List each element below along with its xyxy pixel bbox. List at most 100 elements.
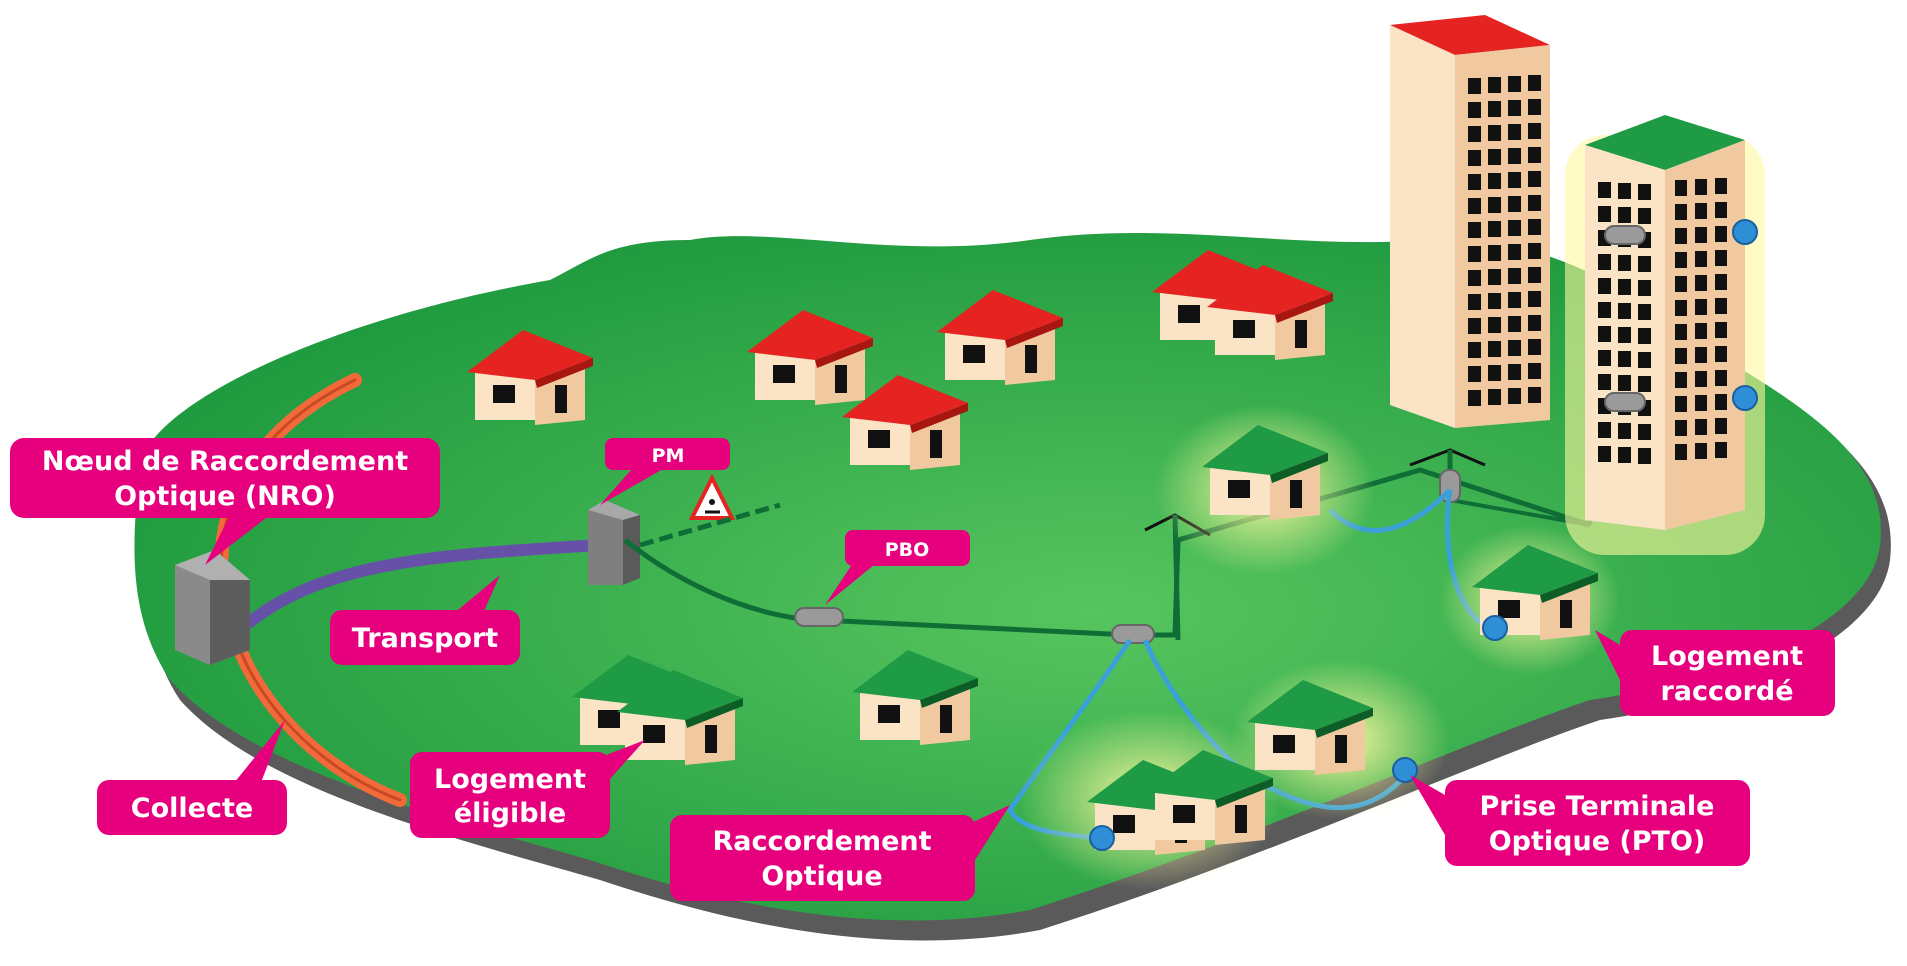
window: [1715, 202, 1727, 218]
label-nro: Nœud de Raccordement Optique (NRO): [10, 438, 440, 565]
pbo-splice: [794, 607, 844, 627]
tower-building-red: [1390, 15, 1550, 428]
window: [1618, 327, 1631, 343]
window: [1715, 442, 1727, 458]
svg-text:Nœud de Raccordement: Nœud de Raccordement: [42, 446, 408, 477]
window: [1638, 328, 1651, 344]
window: [1528, 147, 1541, 163]
window: [1488, 389, 1501, 405]
window: [1695, 179, 1707, 195]
window: [1488, 173, 1501, 189]
window: [1528, 363, 1541, 379]
svg-text:Optique (PTO): Optique (PTO): [1489, 826, 1706, 857]
pm-extension-cable: [639, 502, 781, 548]
window: [1468, 150, 1481, 166]
window: [1638, 424, 1651, 440]
window: [1695, 299, 1707, 315]
window: [1715, 346, 1727, 362]
window: [1695, 395, 1707, 411]
window: [1675, 204, 1687, 220]
window: [1488, 365, 1501, 381]
window: [1618, 375, 1631, 391]
window: [1695, 347, 1707, 363]
window: [1715, 418, 1727, 434]
window: [1598, 182, 1611, 198]
window: [1715, 322, 1727, 338]
window: [1508, 220, 1521, 236]
window: [1468, 318, 1481, 334]
window: [1468, 126, 1481, 142]
window: [1695, 443, 1707, 459]
window: [1508, 172, 1521, 188]
window: [1508, 100, 1521, 116]
window: [1528, 75, 1541, 91]
label-pm: PM: [600, 438, 730, 505]
window: [1675, 396, 1687, 412]
window: [1598, 326, 1611, 342]
window: [1468, 198, 1481, 214]
window: [1528, 315, 1541, 331]
window: [1695, 227, 1707, 243]
window: [1598, 446, 1611, 462]
window: [1528, 99, 1541, 115]
building-splice-2: [1604, 392, 1646, 412]
window: [1598, 206, 1611, 222]
window: [1468, 78, 1481, 94]
label-raccordement-optique: Raccordement Optique: [670, 805, 1010, 901]
window: [1508, 316, 1521, 332]
window: [1508, 148, 1521, 164]
window: [1675, 324, 1687, 340]
window: [1528, 195, 1541, 211]
window: [1618, 423, 1631, 439]
window: [1675, 228, 1687, 244]
window: [1468, 390, 1481, 406]
window: [1715, 298, 1727, 314]
window: [1715, 394, 1727, 410]
window: [1715, 250, 1727, 266]
label-collecte: Collecte: [97, 720, 287, 835]
window: [1468, 366, 1481, 382]
window: [1598, 422, 1611, 438]
window: [1508, 364, 1521, 380]
window: [1528, 123, 1541, 139]
window: [1468, 174, 1481, 190]
window: [1695, 371, 1707, 387]
window: [1468, 222, 1481, 238]
window: [1468, 270, 1481, 286]
window: [1598, 302, 1611, 318]
transport-cable: [234, 539, 606, 636]
window: [1638, 448, 1651, 464]
window: [1618, 207, 1631, 223]
window: [1715, 226, 1727, 242]
window: [1508, 124, 1521, 140]
window: [1715, 370, 1727, 386]
window: [1528, 219, 1541, 235]
window: [1488, 101, 1501, 117]
window: [1618, 255, 1631, 271]
svg-text:Optique: Optique: [761, 861, 882, 892]
window: [1488, 149, 1501, 165]
window: [1618, 279, 1631, 295]
window: [1488, 245, 1501, 261]
roadwork-sign-icon: [688, 473, 736, 520]
label-logement-eligible: Logement éligible: [410, 740, 645, 838]
svg-text:Optique (NRO): Optique (NRO): [114, 481, 336, 512]
svg-text:Prise Terminale: Prise Terminale: [1480, 791, 1715, 822]
window: [1638, 256, 1651, 272]
window: [1675, 348, 1687, 364]
window: [1638, 304, 1651, 320]
window: [1488, 293, 1501, 309]
svg-text:PM: PM: [652, 445, 685, 467]
window: [1638, 208, 1651, 224]
window: [1508, 388, 1521, 404]
window: [1695, 323, 1707, 339]
window: [1488, 77, 1501, 93]
svg-text:Logement: Logement: [1651, 641, 1803, 672]
label-pbo: PBO: [825, 530, 970, 605]
svg-text:Raccordement: Raccordement: [712, 826, 931, 857]
window: [1508, 196, 1521, 212]
window: [1598, 350, 1611, 366]
window: [1488, 341, 1501, 357]
window: [1508, 292, 1521, 308]
